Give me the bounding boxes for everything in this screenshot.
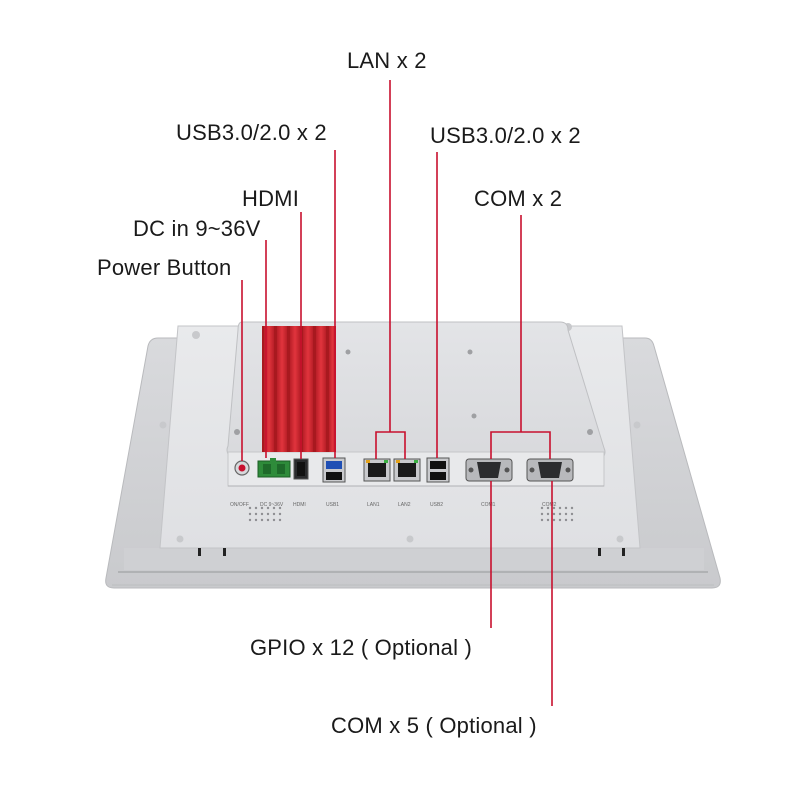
red-heatsink [262,326,336,452]
port-label-lan1: LAN1 [367,502,380,508]
callout-usb-right: USB3.0/2.0 x 2 [430,123,581,148]
port-label-hdmi: HDMI [293,502,306,508]
hdmi-port [293,458,309,480]
port-label-dc: DC 9~36V [260,502,284,508]
dc-in-terminal [257,458,291,478]
com-port-1 [465,458,513,482]
callout-lan: LAN x 2 [347,48,427,73]
leader-lines [241,80,553,706]
callout-dc-in: DC in 9~36V [133,216,261,241]
port-label-com2: COM2 [542,502,557,508]
speaker-grille-right [540,506,574,522]
port-label-lan2: LAN2 [398,502,411,508]
leader-lan-bracket [375,431,406,459]
usb-port-stack-2 [426,457,450,483]
port-label-com1: COM1 [481,502,496,508]
power-button [234,460,250,476]
callout-com: COM x 2 [474,186,563,211]
speaker-grille-left [248,506,282,522]
callout-usb-left: USB3.0/2.0 x 2 [176,120,327,145]
callout-power-button: Power Button [97,255,232,280]
lan-port-2 [393,458,421,482]
leader-com-bracket [490,431,551,459]
io-panel: ON/OFF DC 9~36V HDMI USB1 LAN1 LAN2 USB2… [230,457,574,508]
port-label-on-off: ON/OFF [230,502,249,508]
callout-hdmi: HDMI [242,186,300,211]
com-port-2 [526,458,574,482]
callout-gpio: GPIO x 12 ( Optional ) [250,635,473,660]
port-label-usb2: USB2 [430,502,443,508]
usb-port-stack-1 [322,457,346,483]
port-label-usb1: USB1 [326,502,339,508]
callout-com-optional: COM x 5 ( Optional ) [331,713,537,738]
lan-port-1 [363,458,391,482]
